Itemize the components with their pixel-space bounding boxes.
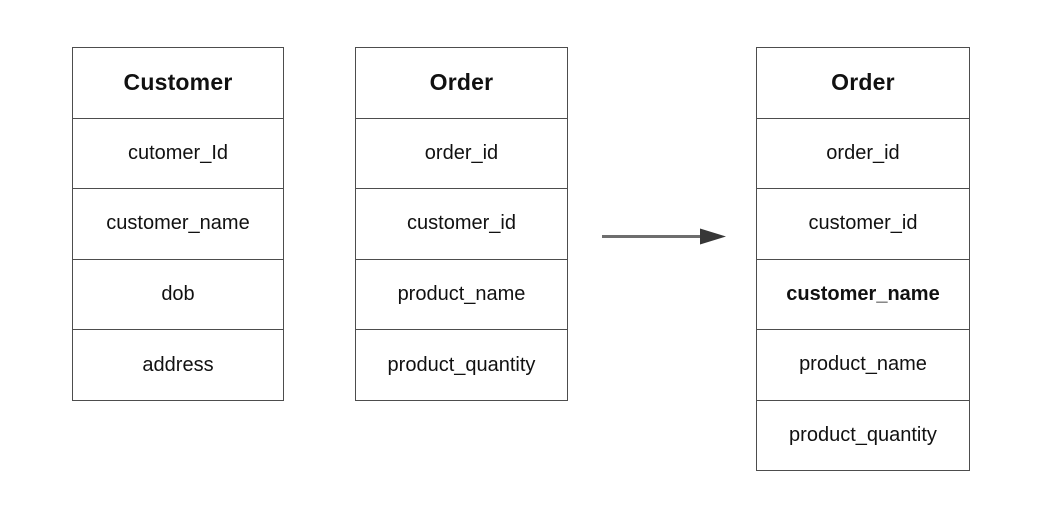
table-row: customer_id bbox=[356, 189, 567, 260]
table-row: dob bbox=[73, 260, 283, 331]
table-title: Order bbox=[757, 48, 969, 119]
table-row: customer_name bbox=[757, 260, 969, 330]
table-row: product_name bbox=[757, 330, 969, 401]
table-row: cutomer_Id bbox=[73, 119, 283, 190]
table-row: product_name bbox=[356, 260, 567, 331]
table-title: Order bbox=[356, 48, 567, 119]
arrow-head bbox=[700, 228, 726, 245]
transform-arrow-icon bbox=[602, 228, 726, 245]
table-row: customer_id bbox=[757, 189, 969, 260]
table-row: product_quantity bbox=[387, 353, 536, 376]
table-row: order_id bbox=[356, 119, 567, 190]
table-row: customer_name bbox=[73, 189, 283, 260]
table-title: Customer bbox=[73, 48, 283, 119]
table-row: product_quantity bbox=[789, 423, 937, 446]
table-row: order_id bbox=[757, 119, 969, 189]
table-row: address bbox=[142, 353, 214, 376]
